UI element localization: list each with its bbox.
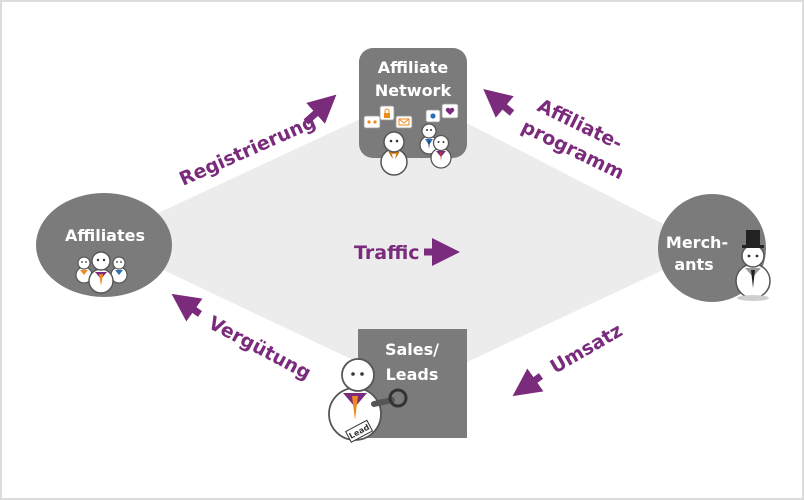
sales-leads-label-line1: Sales/: [385, 340, 439, 359]
node-sales-leads: Sales/ Leads Lead: [328, 329, 467, 443]
chat-bubble-icon: [425, 109, 441, 123]
node-affiliates: Affiliates: [36, 193, 172, 297]
node-merchants: Merch- ants: [658, 194, 771, 302]
purple-person-icon: [430, 134, 452, 169]
sales-leads-label-line2: Leads: [386, 365, 439, 384]
affiliates-blue-person-icon: [110, 256, 128, 284]
flow-label-umsatz: Umsatz: [547, 320, 627, 379]
blue-person-icon: [419, 123, 439, 155]
mail-bubble-icon: [395, 115, 413, 129]
affiliate-network-label-line1: Affiliate: [378, 58, 449, 77]
lock-bubble-icon: [379, 105, 395, 121]
speech-bubble-icons: [363, 103, 459, 129]
flow-label-traffic: Traffic: [354, 242, 420, 264]
arrow-affiliate-programm: [483, 89, 515, 118]
affiliates-orange-person-icon: [75, 256, 93, 284]
arrow-umsatz: [512, 368, 544, 397]
lead-person-icon: Lead: [328, 358, 408, 443]
merchant-person-icon: [735, 230, 771, 301]
top-hat-icon: [742, 230, 764, 248]
orange-person-icon: [380, 131, 408, 176]
arrow-registrierung: [303, 94, 337, 125]
merchants-label-line1: Merch-: [666, 233, 728, 252]
diamond-background: [100, 95, 710, 388]
people-bubble-icon: [363, 115, 381, 129]
heart-bubble-icon: [441, 103, 459, 119]
merchants-label-line2: ants: [674, 255, 713, 274]
arrow-verguetung: [171, 293, 203, 322]
node-affiliate-network: Affiliate Network: [359, 48, 467, 176]
affiliates-label: Affiliates: [65, 226, 145, 245]
affiliates-purple-person-icon: [88, 251, 114, 294]
affiliate-network-label-line2: Network: [375, 81, 452, 100]
magnifier-icon: [388, 388, 408, 408]
